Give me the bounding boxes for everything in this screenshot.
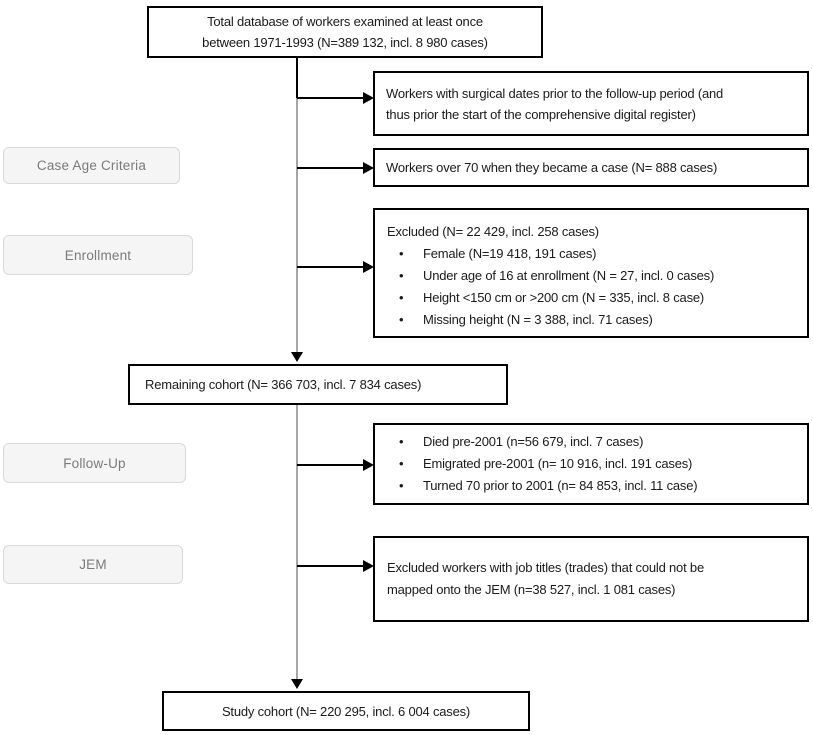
stage-label-jem: JEM xyxy=(3,545,183,584)
total-database-line-2: between 1971-1993 (N=389 132, incl. 8 98… xyxy=(202,35,488,50)
followup-bullet-turned-70: Turned 70 prior to 2001 (n= 84 853, incl… xyxy=(375,475,807,497)
connector-bottom-vertical xyxy=(296,405,298,681)
stage-label-jem-text: JEM xyxy=(79,557,107,572)
total-database-line-1: Total database of workers examined at le… xyxy=(207,14,483,29)
stage-label-enrollment-text: Enrollment xyxy=(64,247,132,263)
jem-exclusion-box: Excluded workers with job titles (trades… xyxy=(373,536,809,622)
followup-exclusion-box: Died pre-2001 (n=56 679, incl. 7 cases) … xyxy=(373,423,809,505)
jem-line-2: mapped onto the JEM (n=38 527, incl. 1 0… xyxy=(387,582,676,597)
connector-top-vertical-upper xyxy=(296,58,298,98)
arrowhead-down-to-remaining-icon xyxy=(291,352,303,362)
arrowhead-right-surgical-icon xyxy=(363,92,374,104)
arrowhead-right-over70-icon xyxy=(363,162,374,174)
connector-to-jem-box xyxy=(297,565,363,567)
connector-to-followup-box xyxy=(297,464,363,466)
stage-label-case-age-criteria: Case Age Criteria xyxy=(3,147,180,184)
followup-bullet-emigrated: Emigrated pre-2001 (n= 10 916, incl. 191… xyxy=(375,453,807,475)
surgical-dates-line-2: thus prior the start of the comprehensiv… xyxy=(386,106,696,122)
study-cohort-box: Study cohort (N= 220 295, incl. 6 004 ca… xyxy=(162,691,530,731)
enrollment-exclusion-box: Excluded (N= 22 429, incl. 258 cases) Fe… xyxy=(373,208,809,338)
surgical-dates-line-1: Workers with surgical dates prior to the… xyxy=(386,85,724,101)
stage-label-follow-up: Follow-Up xyxy=(3,443,186,483)
over-70-text: Workers over 70 when they became a case … xyxy=(386,160,718,175)
connector-to-surgical-box xyxy=(297,97,363,99)
arrowhead-down-to-study-icon xyxy=(291,679,303,689)
stage-label-enrollment: Enrollment xyxy=(3,235,193,275)
study-cohort-text: Study cohort (N= 220 295, incl. 6 004 ca… xyxy=(221,703,471,719)
excluded-bullet-under-16: Under age of 16 at enrollment (N = 27, i… xyxy=(375,265,807,287)
followup-bullet-died: Died pre-2001 (n=56 679, incl. 7 cases) xyxy=(375,431,807,453)
stage-label-follow-up-text: Follow-Up xyxy=(63,455,126,471)
excluded-heading: Excluded (N= 22 429, incl. 258 cases) xyxy=(387,224,599,239)
remaining-cohort-text: Remaining cohort (N= 366 703, incl. 7 83… xyxy=(145,377,422,392)
arrowhead-right-followup-icon xyxy=(363,459,374,471)
over-70-exclusion-box: Workers over 70 when they became a case … xyxy=(373,148,809,187)
arrowhead-right-excluded-icon xyxy=(363,261,374,273)
excluded-bullet-height-range: Height <150 cm or >200 cm (N = 335, incl… xyxy=(375,287,807,309)
stage-label-case-age-text: Case Age Criteria xyxy=(36,158,147,173)
surgical-dates-exclusion-box: Workers with surgical dates prior to the… xyxy=(373,71,809,136)
remaining-cohort-box: Remaining cohort (N= 366 703, incl. 7 83… xyxy=(128,364,508,405)
excluded-bullet-missing-height: Missing height (N = 3 388, incl. 71 case… xyxy=(375,309,807,331)
connector-to-excluded-box xyxy=(297,266,363,268)
jem-line-1: Excluded workers with job titles (trades… xyxy=(387,560,704,575)
total-database-box: Total database of workers examined at le… xyxy=(147,6,543,58)
connector-to-over70-box xyxy=(297,167,363,169)
arrowhead-right-jem-icon xyxy=(363,560,374,572)
excluded-bullet-female: Female (N=19 418, 191 cases) xyxy=(375,243,807,265)
connector-top-vertical-lower xyxy=(296,98,298,354)
